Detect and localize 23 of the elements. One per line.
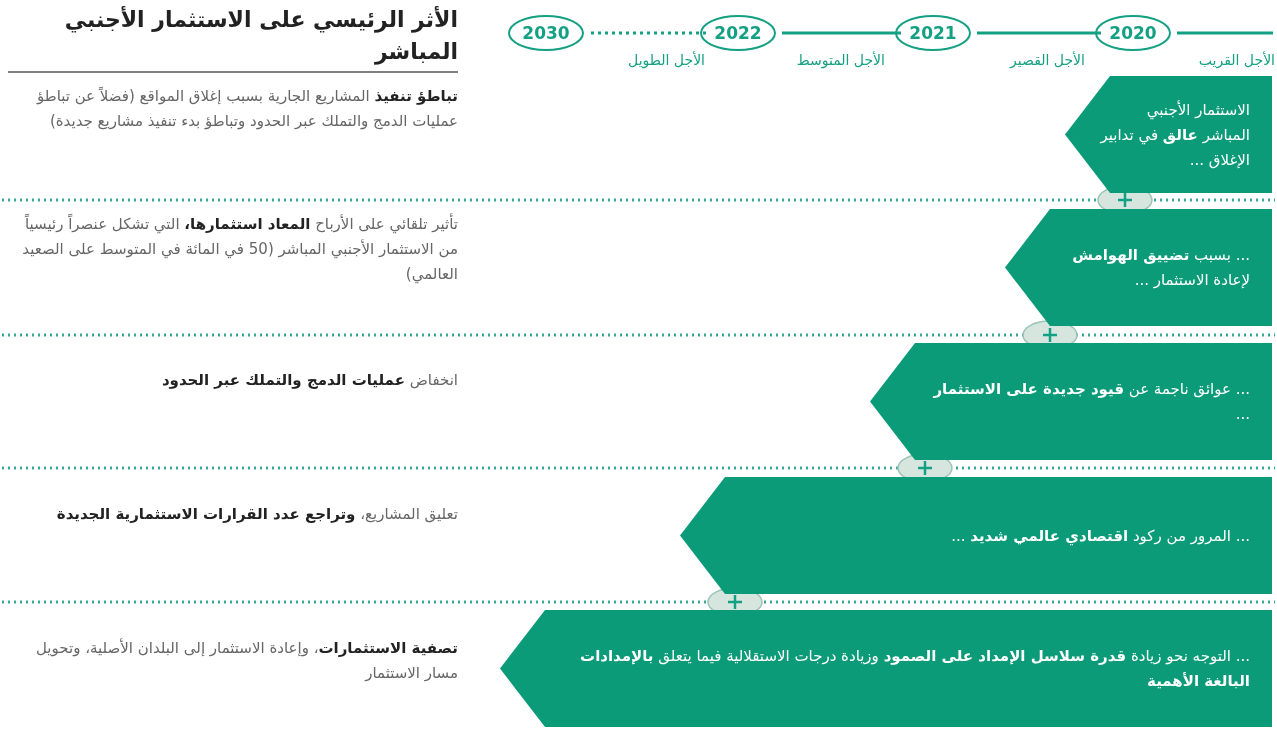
impact-text: انخفاض عمليات الدمج والتملك عبر الحدود [160,370,458,391]
term-label: الأجل الطويل [628,52,705,68]
banner-text: ... المرور من ركود اقتصادي عالمي شديد ... [950,525,1250,547]
year-circle: 2022 [700,15,776,51]
timeline-line [782,31,901,35]
heading: الأثر الرئيسي على الاستثمار الأجنبي المباشر [63,5,458,67]
timeline-line [977,31,1101,35]
banner-text: ... التوجه نحو زيادة قدرة سلاسل الإمداد على الصمود وزيادة درجات الاستقلالية فيما يتعلق بالإمدادات البالغة الأهمية [579,645,1250,692]
banner-text: ... عوائق ناجمة عن قيود جديدة على الاستثمار ... [932,378,1250,425]
impact-text: تصفية الاستثمارات، وإعادة الاستثمار إلى البلدان الأصلية، وتحويل مسار الاستثمار [35,637,458,684]
timeline-line [590,31,706,35]
timeline-line [1177,31,1273,35]
term-label: الأجل المتوسط [796,52,885,68]
year-circle: 2030 [508,15,584,51]
banner-text: الاستثمار الأجنبي المباشر عالق في تدابير الإغلاق ... [1100,99,1250,171]
year-circle: 2021 [895,15,971,51]
impact-text: تأثير تلقائي على الأرباح المعاد استثمارها، التي تشكل عنصراً رئيسياً من الاستثمار الأجنبي المباشر (50 في المائة في المتوسط على الصعيد العالمي) [21,212,458,286]
banner-text: ... بسبب تضييق الهوامش لإعادة الاستثمار ... [1071,244,1250,291]
impact-text: تعليق المشاريع، وتراجع عدد القرارات الاستثمارية الجديدة [55,504,458,525]
year-circle: 2020 [1095,15,1171,51]
term-label: الأجل القريب [1198,52,1275,68]
impact-text: تباطؤ تنفيذ المشاريع الجارية بسبب إغلاق المواقع (فضلاً عن تباطؤ عمليات الدمج والتملك عبر الحدود وتباطؤ بدء تنفيذ مشاريع جديدة) [35,86,458,132]
term-label: الأجل القصير [1010,52,1085,68]
